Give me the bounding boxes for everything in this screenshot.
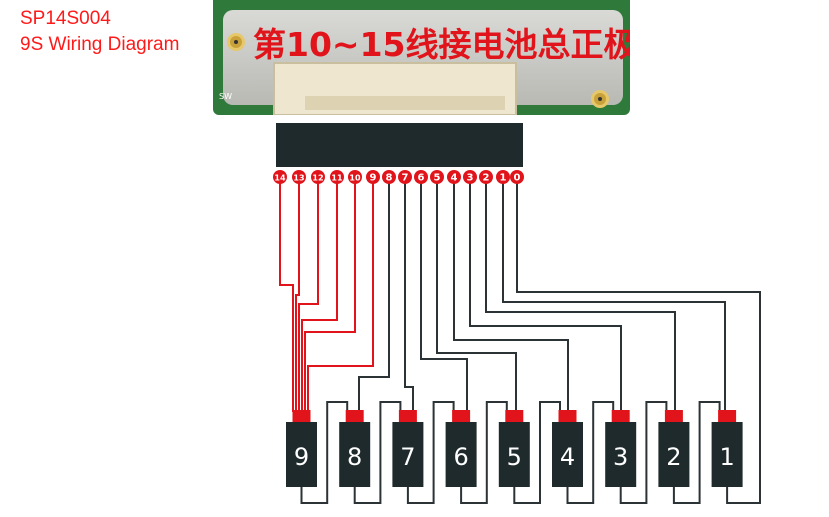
wire-pin-9 (307, 177, 374, 412)
mounting-hole (591, 90, 609, 108)
series-link (672, 401, 721, 504)
pin-label: 6 (418, 173, 425, 184)
diagram-subtitle: 9S Wiring Diagram (20, 34, 180, 55)
pin-label: 7 (402, 173, 409, 184)
pin-label: 10 (349, 174, 361, 183)
switch-label: SW (219, 92, 232, 101)
battery-label: 6 (453, 443, 468, 471)
pin-label: 4 (451, 173, 458, 184)
battery-cell (658, 422, 690, 487)
battery-label: 5 (507, 443, 522, 471)
pin-label: 14 (274, 174, 286, 183)
battery-positive-terminal (718, 410, 737, 422)
battery-label: 4 (560, 443, 575, 471)
pin-label: 3 (467, 173, 474, 184)
wire-pin-2 (485, 177, 676, 412)
wire-pin-12 (298, 177, 319, 412)
battery-cell (339, 422, 371, 487)
pin-marker (330, 170, 344, 184)
series-link (353, 401, 402, 504)
battery-cell (552, 422, 583, 487)
battery-label: 2 (666, 443, 681, 471)
wire-pin-8 (358, 177, 390, 412)
wire-pin-5 (436, 177, 517, 412)
series-link (513, 401, 561, 504)
battery-label: 8 (347, 443, 362, 471)
wire-pin-4 (453, 177, 569, 412)
battery-positive-terminal (452, 410, 471, 422)
battery-positive-terminal (398, 410, 417, 422)
pin-marker (479, 170, 493, 184)
pin-label: 2 (483, 173, 490, 184)
battery-positive-terminal (505, 410, 524, 422)
pin-marker (382, 170, 396, 184)
pin-label: 5 (434, 173, 441, 184)
battery-label: 9 (294, 443, 309, 471)
battery-cell (445, 422, 477, 487)
series-link (566, 401, 615, 504)
series-link (300, 401, 349, 504)
connector-header-bar (276, 123, 523, 167)
wire-pin-14 (279, 177, 294, 412)
wire-pin-13 (295, 177, 300, 412)
battery-cell (498, 422, 530, 487)
series-link (460, 401, 508, 504)
battery-label: 7 (400, 443, 415, 471)
battery-positive-terminal (292, 410, 311, 422)
wire-pin-10 (304, 177, 356, 412)
battery-cell (392, 422, 424, 487)
pin-label: 1 (500, 173, 507, 184)
wire-pin-1 (502, 177, 726, 412)
pin-marker (496, 170, 510, 184)
bms-board-photo: SW 第10~15线接电池总正极 (213, 0, 630, 115)
wire-pin-0 (516, 177, 761, 504)
wire-pin-11 (301, 177, 338, 412)
pin-marker (414, 170, 428, 184)
pin-marker (273, 170, 287, 184)
pin-marker (366, 170, 380, 184)
balance-connector (273, 62, 517, 115)
wire-pin-7 (404, 177, 414, 412)
mounting-hole (227, 33, 245, 51)
pin-label: 9 (370, 173, 377, 184)
series-link (619, 401, 668, 504)
battery-cell (286, 422, 317, 487)
battery-cell (711, 422, 743, 487)
battery-positive-terminal (611, 410, 630, 422)
pin-marker (348, 170, 362, 184)
wire-pin-6 (420, 177, 468, 412)
battery-label: 1 (719, 443, 734, 471)
battery-positive-terminal (558, 410, 577, 422)
pin-marker (510, 170, 524, 184)
pin-marker (463, 170, 477, 184)
board-annotation: 第10~15线接电池总正极 (253, 25, 630, 64)
pin-label: 11 (331, 174, 343, 183)
pin-marker (292, 170, 306, 184)
pin-label: 13 (293, 174, 304, 183)
battery-label: 3 (613, 443, 628, 471)
pin-marker (447, 170, 461, 184)
battery-cell (605, 422, 637, 487)
battery-positive-terminal (664, 410, 683, 422)
pin-marker (398, 170, 412, 184)
battery-positive-terminal (345, 410, 364, 422)
pin-label: 12 (312, 174, 323, 183)
series-link (406, 401, 455, 504)
wire-pin-3 (469, 177, 622, 412)
pin-marker (311, 170, 325, 184)
pin-label: 8 (386, 173, 393, 184)
pin-marker (430, 170, 444, 184)
pin-label: 0 (514, 173, 521, 184)
model-number: SP14S004 (20, 8, 111, 29)
